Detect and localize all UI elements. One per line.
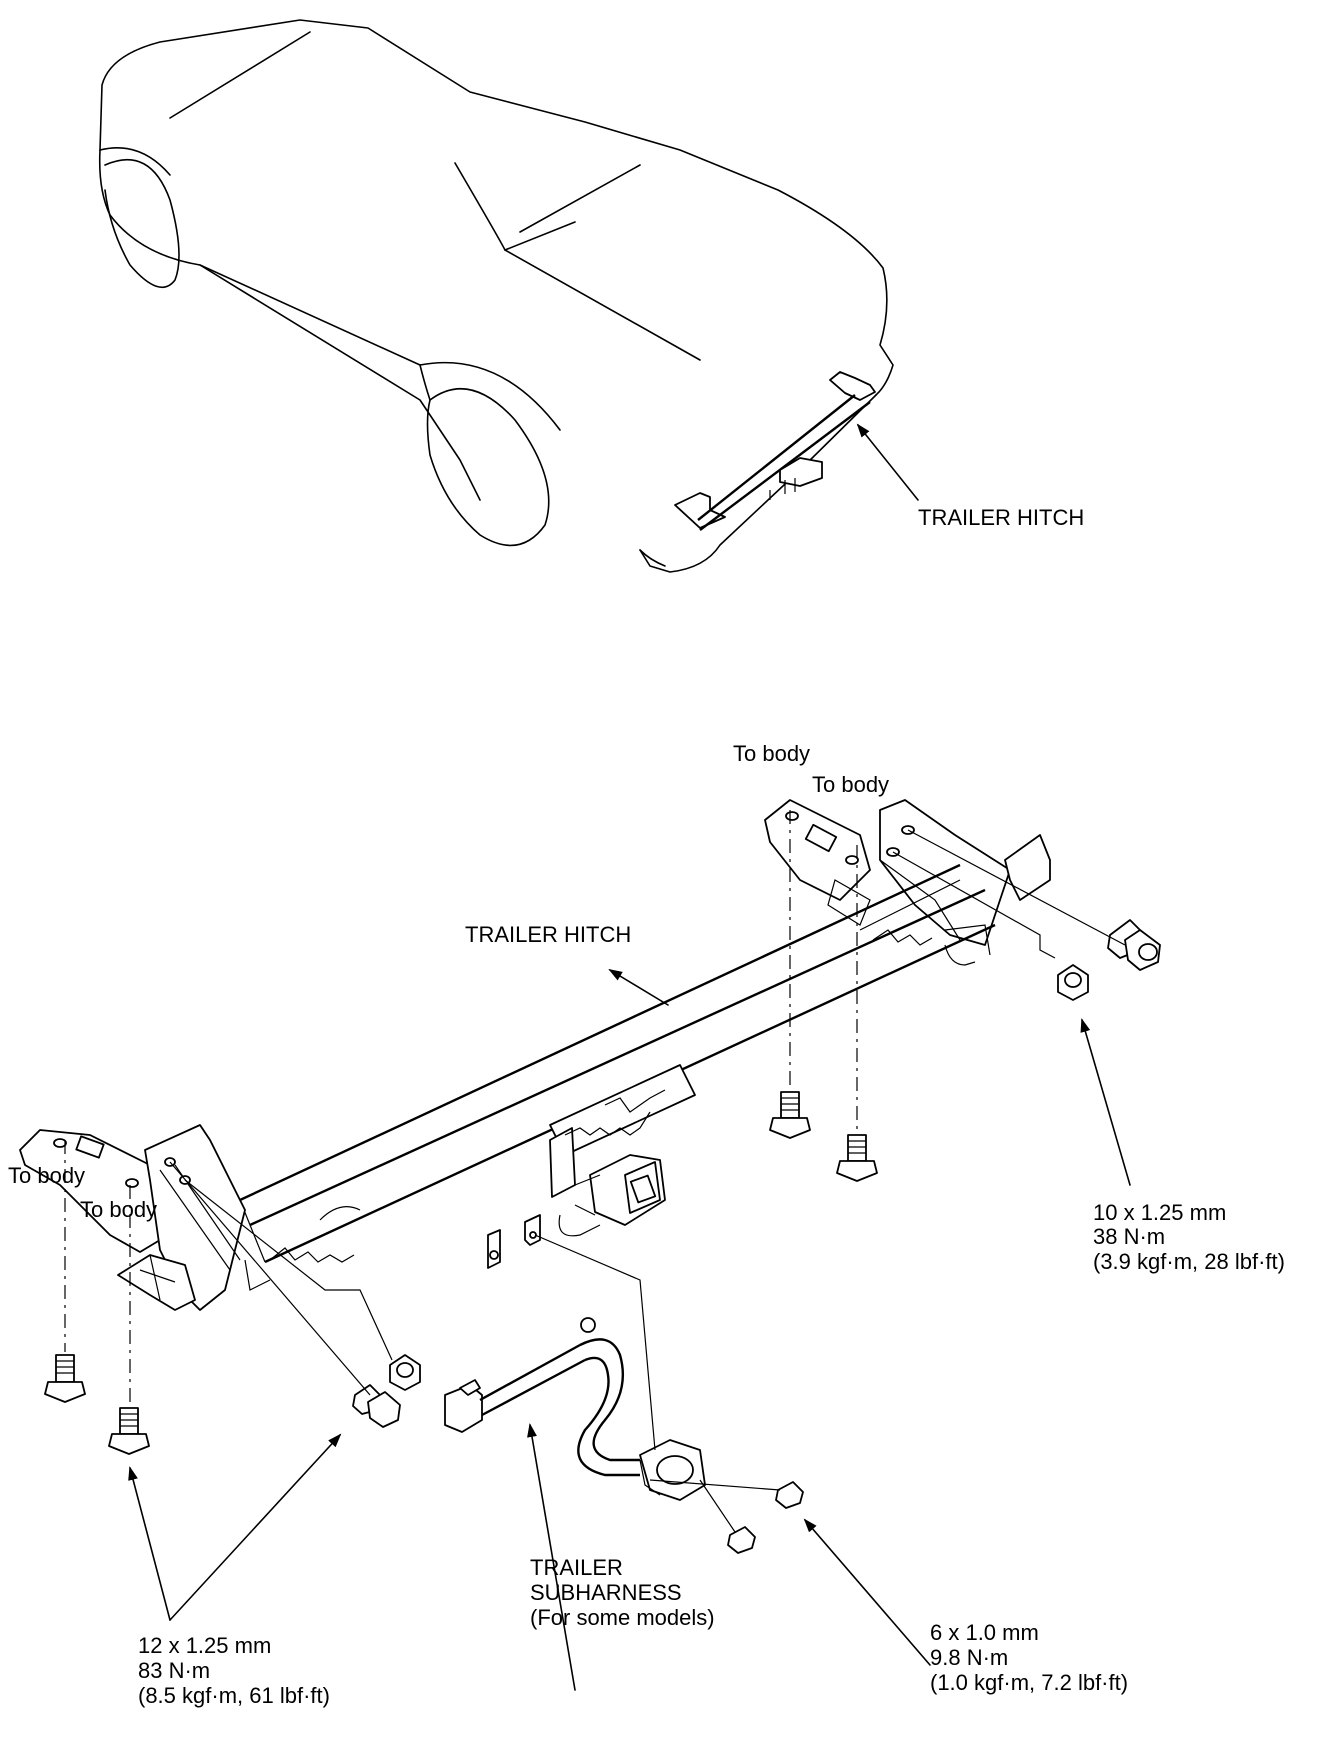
subharness-leader bbox=[527, 1423, 576, 1691]
bolt6-torque-label: 9.8 N·m bbox=[930, 1645, 1008, 1670]
screw-sub-b bbox=[775, 1481, 804, 1509]
trailer-subharness bbox=[444, 1317, 706, 1501]
bolt6-alt-label: (1.0 kgf·m, 7.2 lbf·ft) bbox=[930, 1670, 1128, 1695]
hitch-leader bbox=[608, 968, 669, 1006]
bolt10-torque-label: 38 N·m bbox=[1093, 1224, 1165, 1249]
subharness-label-1: TRAILER bbox=[530, 1555, 623, 1580]
vehicle-outline bbox=[98, 19, 894, 573]
centerline-11 bbox=[649, 1479, 781, 1491]
bolt-right-a bbox=[1107, 919, 1161, 971]
bolt-left-b bbox=[108, 1407, 150, 1455]
centerline-5 bbox=[907, 829, 1126, 946]
bolt10-leader bbox=[1080, 1018, 1131, 1186]
bolt6-leader bbox=[803, 1518, 931, 1666]
bolt10-alt-label: (3.9 kgf·m, 28 lbf·ft) bbox=[1093, 1249, 1285, 1274]
centerline-6 bbox=[892, 851, 1056, 959]
nut-right-b bbox=[1057, 964, 1089, 1001]
to-body-label-left-2: To body bbox=[80, 1197, 157, 1222]
to-body-label-right-1: To body bbox=[733, 741, 810, 766]
bolt12-leader-b bbox=[169, 1433, 342, 1621]
top-trailer-hitch-label: TRAILER HITCH bbox=[918, 505, 1084, 530]
bolt12-size-label: 12 x 1.25 mm bbox=[138, 1633, 271, 1658]
bolt12-torque-label: 83 N·m bbox=[138, 1658, 210, 1683]
screw-sub-a bbox=[727, 1526, 756, 1554]
subharness-label-2: SUBHARNESS bbox=[530, 1580, 682, 1605]
trailer-hitch-label: TRAILER HITCH bbox=[465, 922, 631, 947]
bolt-left-d bbox=[352, 1384, 401, 1428]
to-body-label-right-2: To body bbox=[812, 772, 889, 797]
bolt10-size-label: 10 x 1.25 mm bbox=[1093, 1200, 1226, 1225]
bolt12-leader-a bbox=[128, 1466, 171, 1621]
bolt12-alt-label: (8.5 kgf·m, 61 lbf·ft) bbox=[138, 1683, 330, 1708]
centerline-9 bbox=[534, 1234, 656, 1451]
left-bracket bbox=[19, 1124, 271, 1311]
bolt6-size-label: 6 x 1.0 mm bbox=[930, 1620, 1039, 1645]
vehicle-hitch bbox=[674, 371, 876, 531]
bolt-right-c bbox=[769, 1091, 811, 1139]
bolt-right-d bbox=[836, 1134, 878, 1182]
centerline-8 bbox=[184, 1179, 393, 1361]
top-hitch-leader bbox=[856, 423, 919, 501]
centerline-7 bbox=[169, 1161, 371, 1396]
nut-left-c bbox=[389, 1354, 421, 1391]
crossbar bbox=[239, 863, 996, 1269]
centerline-10 bbox=[699, 1479, 736, 1533]
to-body-label-left-1: To body bbox=[8, 1163, 85, 1188]
subharness-label-3: (For some models) bbox=[530, 1605, 715, 1630]
bolt-left-a bbox=[44, 1354, 86, 1403]
